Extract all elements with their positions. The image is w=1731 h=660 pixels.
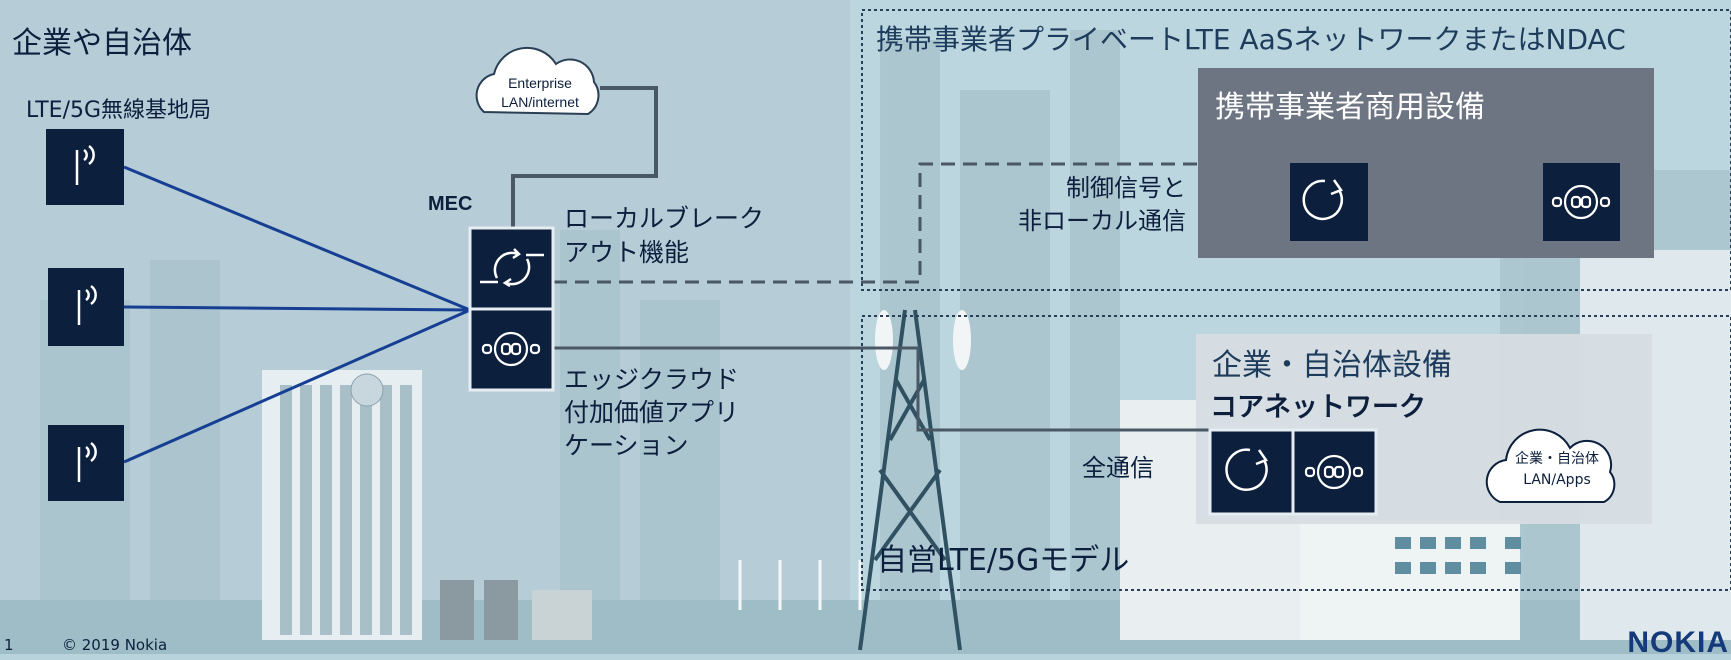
local-breakout-label: ローカルブレーク アウト機能 (564, 202, 764, 270)
private-model-title: 自営LTE/5Gモデル (877, 543, 1130, 578)
local-breakout-line-1: ローカルブレーク (564, 204, 765, 233)
edge-cloud-line-3: ケーション (564, 431, 689, 460)
sync-icon (480, 248, 544, 288)
antenna-icon (77, 441, 97, 482)
radio-link (123, 308, 471, 464)
enterprise-lan-cloud-icon (1485, 428, 1616, 503)
enterprise-cloud-icon (475, 46, 600, 116)
radio-link (123, 165, 471, 312)
enterprise-lan-cloud-line-1: 企業・自治体 (1515, 451, 1599, 467)
router-icon (481, 331, 541, 367)
router-icon (1304, 454, 1364, 490)
base-station (48, 268, 124, 346)
carrier-core-refresh (1290, 163, 1368, 241)
enterprise-cloud-label: Enterprise LAN/internet (470, 74, 610, 112)
carrier-network-region (861, 9, 1731, 291)
private-model-region (861, 315, 1731, 591)
all-traffic-label: 全通信 (1082, 454, 1154, 482)
all-traffic-link (553, 346, 1210, 432)
enterprise-title: 企業や自治体 (12, 26, 192, 61)
carrier-core-router (1543, 163, 1620, 241)
refresh-icon (1225, 448, 1268, 491)
carrier-network-title: 携帯事業者プライベートLTE AaSネットワークまたはNDAC (876, 23, 1626, 56)
enterprise-equipment-title: 企業・自治体設備 (1212, 348, 1452, 383)
carrier-equipment-title: 携帯事業者商用設備 (1215, 90, 1485, 125)
control-signal-line-2: 非ローカル通信 (1018, 207, 1186, 235)
enterprise-lan-cloud-line-2: LAN/Apps (1523, 472, 1591, 488)
router-icon (1551, 184, 1611, 220)
refresh-icon (1302, 179, 1344, 221)
page-number: 1 (4, 636, 14, 654)
enterprise-cloud-line-2: LAN/internet (501, 94, 579, 110)
enterprise-cloud-line-1: Enterprise (508, 75, 572, 91)
base-station (46, 129, 124, 205)
internet-link (511, 86, 658, 228)
nokia-logo: NOKIA (1627, 626, 1729, 659)
copyright: © 2019 Nokia (62, 636, 168, 654)
core-network-label: コアネットワーク (1210, 392, 1426, 423)
antenna-icon (77, 284, 97, 325)
base-station (48, 425, 124, 501)
local-breakout-line-2: アウト機能 (564, 238, 690, 267)
radio-links (123, 165, 471, 464)
control-signal-line-1: 制御信号と (1066, 174, 1186, 202)
radio-link (123, 305, 471, 312)
edge-cloud-line-1: エッジクラウド (564, 365, 740, 394)
edge-cloud-line-2: 付加価値アプリ (564, 398, 740, 427)
antenna-icon (75, 144, 95, 185)
enterprise-core-node (1208, 428, 1378, 516)
control-signal-link (553, 162, 1198, 284)
edge-cloud-label: エッジクラウド 付加価値アプリ ケーション (564, 363, 739, 462)
mec-label: MEC (428, 193, 473, 215)
mec-node (468, 226, 555, 392)
enterprise-lan-cloud-label: 企業・自治体 LAN/Apps (1482, 449, 1632, 491)
control-signal-label: 制御信号と 非ローカル通信 (1018, 172, 1186, 238)
base-station-label: LTE/5G無線基地局 (26, 98, 212, 123)
